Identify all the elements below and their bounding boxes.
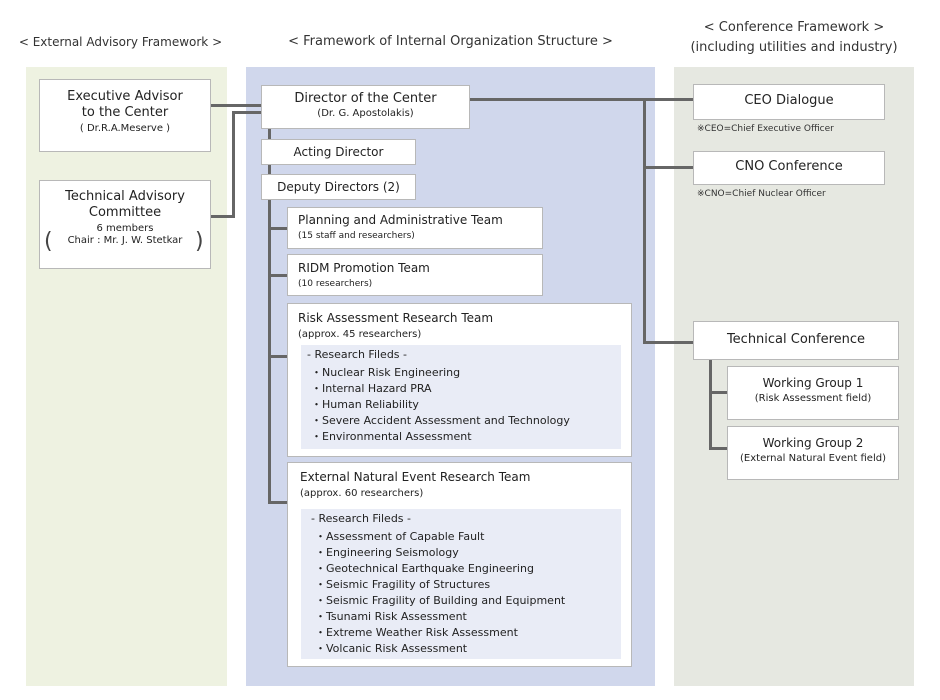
ridm-team-title: RIDM Promotion Team <box>298 261 430 275</box>
committee-title-1: Technical Advisory <box>65 189 185 204</box>
external-advisory-panel <box>26 67 227 686</box>
wg2-sub: (External Natural Event field) <box>740 453 886 464</box>
cno-conference-title: CNO Conference <box>735 159 843 174</box>
executive-advisor-title-2: to the Center <box>81 105 169 120</box>
director-box: Director of the Center (Dr. G. Apostolak… <box>261 85 470 129</box>
natural-field-item: ・Tsunami Risk Assessment <box>315 610 467 623</box>
risk-team-sub: (approx. 45 researchers) <box>298 329 422 340</box>
ceo-note: ※CEO=Chief Executive Officer <box>697 124 834 134</box>
external-framework-header: < External Advisory Framework > <box>18 35 223 49</box>
ridm-team-sub: (10 researchers) <box>298 279 373 289</box>
connector-technical <box>643 341 694 344</box>
executive-advisor-title-1: Executive Advisor <box>67 89 183 104</box>
risk-team-fields-panel: - Research Fileds - ・Nuclear Risk Engine… <box>301 345 621 449</box>
director-title: Director of the Center <box>294 91 437 106</box>
committee-chair: Chair : Mr. J. W. Stetkar <box>67 235 183 246</box>
deputy-directors-box: Deputy Directors (2) <box>261 174 416 200</box>
ridm-team-box: RIDM Promotion Team (10 researchers) <box>287 254 543 296</box>
natural-team-title: External Natural Event Research Team <box>300 470 531 484</box>
wg2-title: Working Group 2 <box>762 436 864 450</box>
connector-conference-trunk <box>643 98 646 343</box>
connector-cno <box>643 166 694 169</box>
risk-field-item: ・Nuclear Risk Engineering <box>311 366 461 379</box>
natural-field-item: ・Seismic Fragility of Building and Equip… <box>315 594 566 607</box>
connector-executive-director <box>210 104 262 107</box>
connector-wg1 <box>709 391 729 394</box>
cno-conference-box: CNO Conference <box>693 151 885 185</box>
wg1-sub: (Risk Assessment field) <box>754 393 872 404</box>
connector-wg2 <box>709 447 729 450</box>
risk-team-title: Risk Assessment Research Team <box>298 311 494 325</box>
ceo-dialogue-box: CEO Dialogue <box>693 84 885 120</box>
technical-conference-box: Technical Conference <box>693 321 899 360</box>
conference-framework-header: < Conference Framework > <box>703 20 885 35</box>
committee-right-paren-icon: ) <box>195 229 204 254</box>
risk-assessment-team-box: Risk Assessment Research Team (approx. 4… <box>287 303 632 457</box>
planning-team-box: Planning and Administrative Team (15 sta… <box>287 207 543 249</box>
natural-team-fields-panel: - Research Fileds - ・Assessment of Capab… <box>301 509 621 659</box>
planning-team-title: Planning and Administrative Team <box>298 213 503 227</box>
cno-note: ※CNO=Chief Nuclear Officer <box>697 189 826 199</box>
wg1-title: Working Group 1 <box>762 376 864 390</box>
connector-wg-trunk <box>709 359 712 450</box>
working-group-1-box: Working Group 1 (Risk Assessment field) <box>727 366 899 420</box>
executive-advisor-name: ( Dr.R.A.Meserve ) <box>79 123 171 134</box>
natural-field-item: ・Assessment of Capable Fault <box>315 530 485 543</box>
technical-conference-title: Technical Conference <box>726 332 866 347</box>
connector-planning <box>268 227 288 230</box>
director-name: (Dr. G. Apostolakis) <box>317 108 414 119</box>
natural-team-sub: (approx. 60 researchers) <box>300 488 424 499</box>
conference-framework-subheader: (including utilities and industry) <box>690 40 898 55</box>
natural-field-item: ・Engineering Seismology <box>315 546 459 559</box>
acting-director-label: Acting Director <box>293 145 384 159</box>
risk-fields-heading: - Research Fileds - <box>307 348 408 361</box>
natural-event-team-box: External Natural Event Research Team (ap… <box>287 462 632 667</box>
connector-ridm <box>268 274 288 277</box>
planning-team-sub: (15 staff and researchers) <box>298 231 415 241</box>
executive-advisor-box: Executive Advisor to the Center ( Dr.R.A… <box>39 79 211 152</box>
connector-committee-vertical <box>232 111 235 218</box>
connector-director-ceo <box>470 98 694 101</box>
committee-members: 6 members <box>96 223 154 234</box>
connector-committee-horizontal <box>210 215 234 218</box>
committee-title-2: Committee <box>88 205 162 220</box>
natural-field-item: ・Seismic Fragility of Structures <box>315 578 491 591</box>
risk-field-item: ・Environmental Assessment <box>311 430 472 443</box>
committee-left-paren-icon: ( <box>44 229 53 254</box>
connector-risk <box>268 355 288 358</box>
risk-field-item: ・Severe Accident Assessment and Technolo… <box>311 414 570 427</box>
internal-framework-header: < Framework of Internal Organization Str… <box>288 34 613 49</box>
natural-field-item: ・Volcanic Risk Assessment <box>315 642 468 655</box>
risk-field-item: ・Internal Hazard PRA <box>311 382 432 395</box>
risk-field-item: ・Human Reliability <box>311 398 419 411</box>
natural-field-item: ・Geotechnical Earthquake Engineering <box>315 562 534 575</box>
ceo-dialogue-title: CEO Dialogue <box>744 93 834 108</box>
technical-advisory-committee-box: Technical Advisory Committee 6 members C… <box>39 180 211 269</box>
deputy-directors-label: Deputy Directors (2) <box>277 180 400 194</box>
connector-committee-director <box>232 111 262 114</box>
connector-deputy-trunk <box>268 199 271 504</box>
working-group-2-box: Working Group 2 (External Natural Event … <box>727 426 899 480</box>
acting-director-box: Acting Director <box>261 139 416 165</box>
natural-field-item: ・Extreme Weather Risk Assessment <box>315 626 518 639</box>
natural-fields-heading: - Research Fileds - <box>311 512 412 525</box>
connector-natural <box>268 501 288 504</box>
